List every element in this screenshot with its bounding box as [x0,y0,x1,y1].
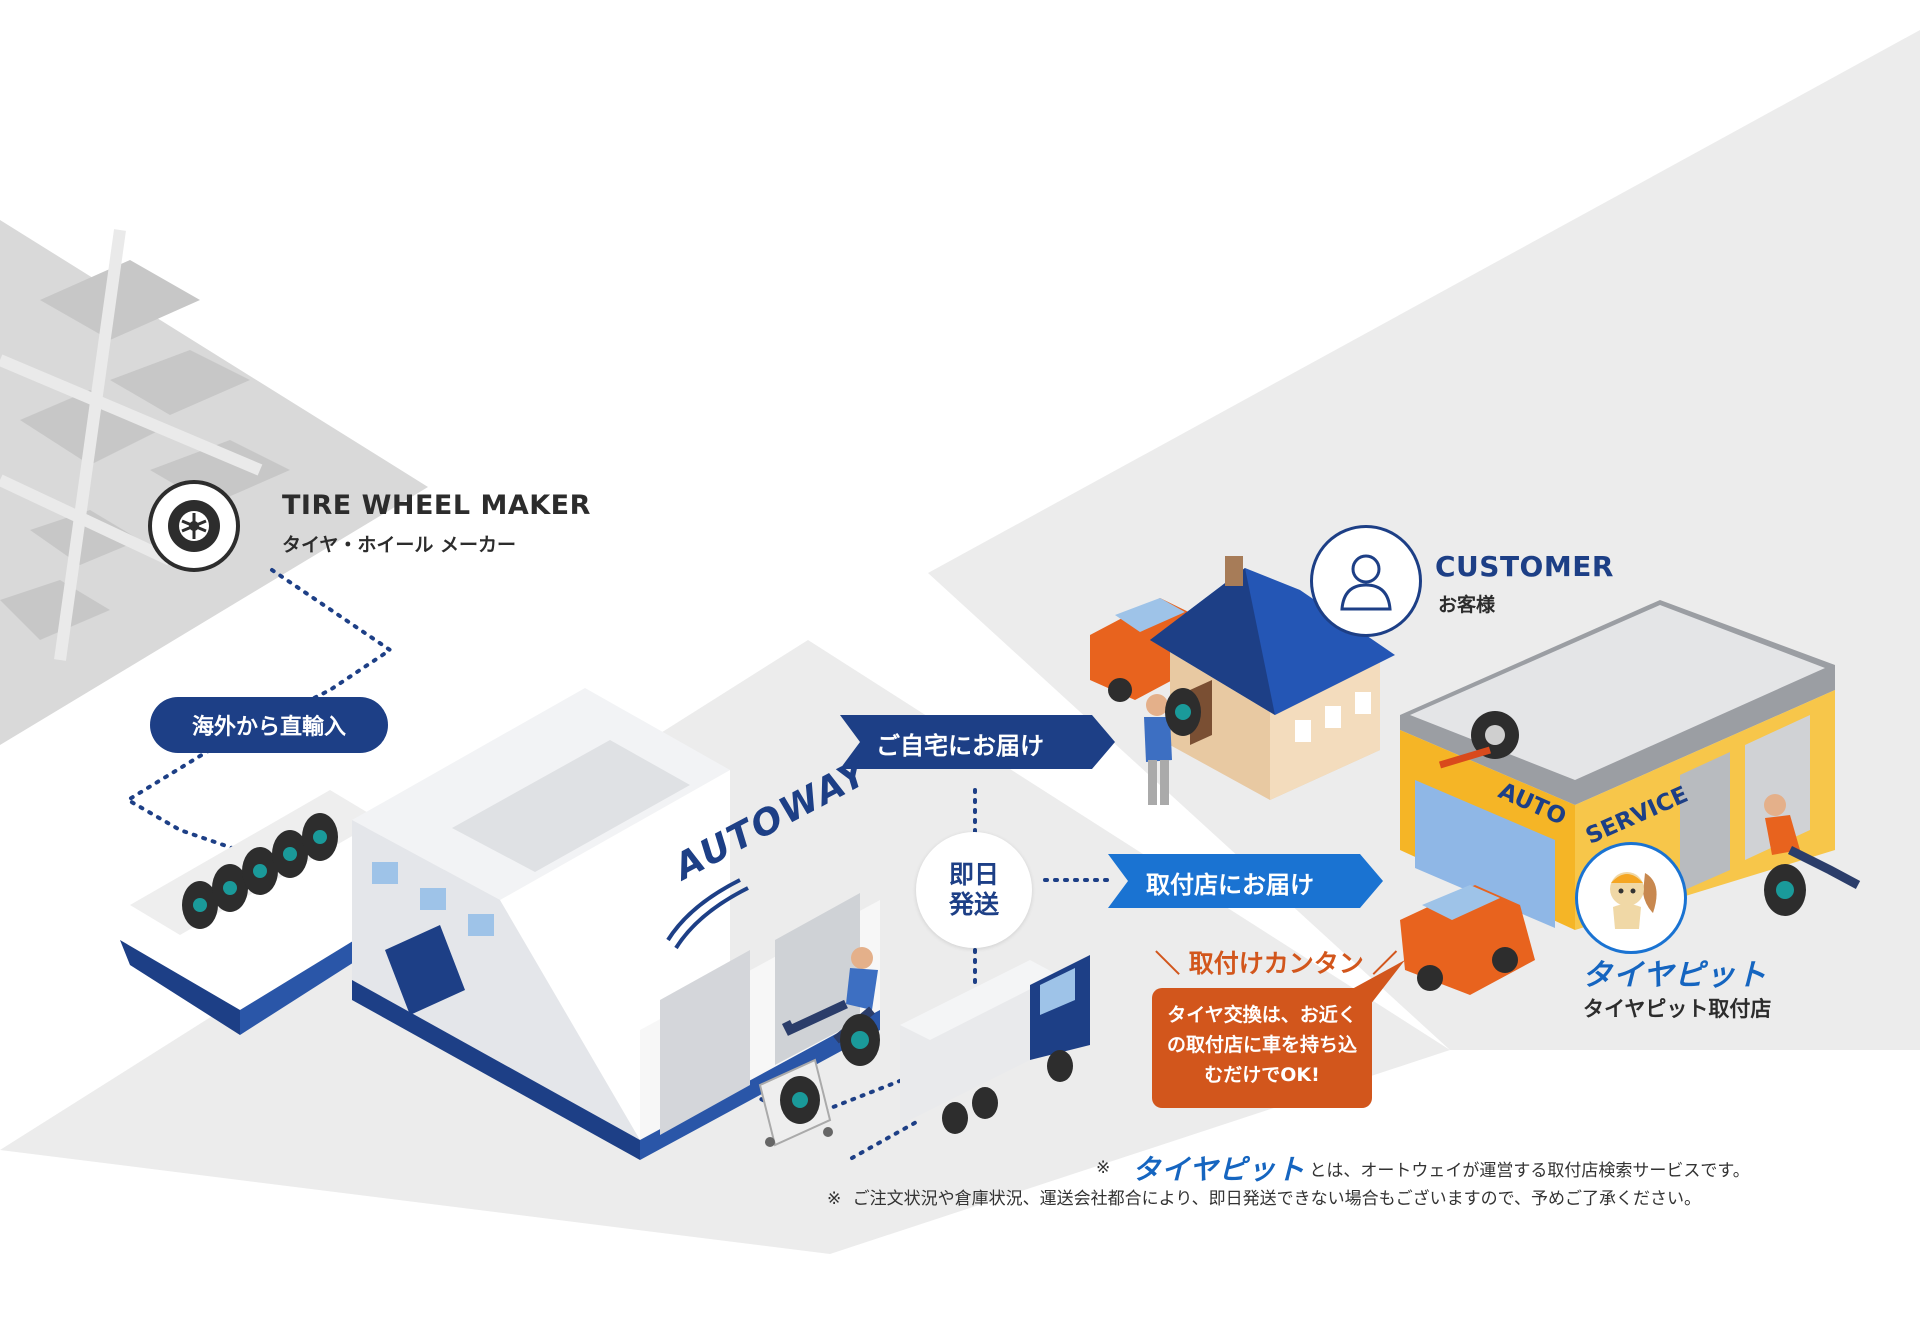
note-shipping: ※ ご注文状況や倉庫状況、運送会社都合により、即日発送できない場合もございますの… [827,1184,1701,1209]
arrow-home-shape [840,715,1115,769]
note-mark: ※ [1096,1158,1111,1178]
customer-subtitle: お客様 [1438,594,1496,616]
warehouse-windows [372,862,494,936]
note-tire-pit: ※ タイヤピット とは、オートウェイが運営する取付店検索サービスです。 [1096,1148,1750,1188]
person-icon [1340,554,1392,611]
tire-maker-badge [148,480,240,572]
note-shipping-text: ご注文状況や倉庫状況、運送会社都合により、即日発送できない場合もございますので、… [852,1189,1701,1209]
car-orange-shop [1400,885,1535,995]
worker-home [1144,688,1201,805]
same-day-line1: 即日 [948,860,999,889]
easy-install-label: ＼ 取付けカンタン ／ [1155,949,1398,978]
squirrel-mascot-icon [1610,872,1657,929]
tire-pit-shop-label: タイヤピット取付店 [1583,997,1772,1021]
arrow-shop-shape [1108,854,1383,908]
cargo-ship [120,790,420,1035]
same-day-shipping-badge: 即日 発送 [916,832,1032,948]
maker-subtitle: タイヤ・ホイール メーカー [282,534,517,556]
speech-bubble: タイヤ交換は、お近くの取付店に車を持ち込むだけでOK! [1152,988,1372,1108]
tire-pit-mascot-badge [1575,842,1687,954]
note-mark: ※ [827,1189,842,1209]
customer-title: CUSTOMER [1435,550,1614,583]
delivery-shop-label: 取付店にお届け [1146,871,1314,899]
worker-warehouse [781,947,880,1066]
same-day-line2: 発送 [948,890,999,919]
delivery-truck [900,955,1090,1134]
tire-pit-logo: タイヤピット [1582,958,1768,993]
house [1150,556,1395,800]
import-label: 海外から直輸入 [150,697,388,753]
customer-badge [1310,525,1422,637]
worker-shop [1764,794,1861,916]
tire-icon [168,500,220,552]
note-tire-pit-text: とは、オートウェイが運営する取付店検索サービスです。 [1309,1160,1750,1181]
delivery-home-label: ご自宅にお届け [876,732,1044,760]
note-tire-pit-logo: タイヤピット [1132,1153,1306,1186]
hand-cart [758,1058,833,1147]
map-roads [0,229,263,661]
auto-service-shop [1400,600,1835,930]
maker-title: TIRE WHEEL MAKER [282,490,591,521]
